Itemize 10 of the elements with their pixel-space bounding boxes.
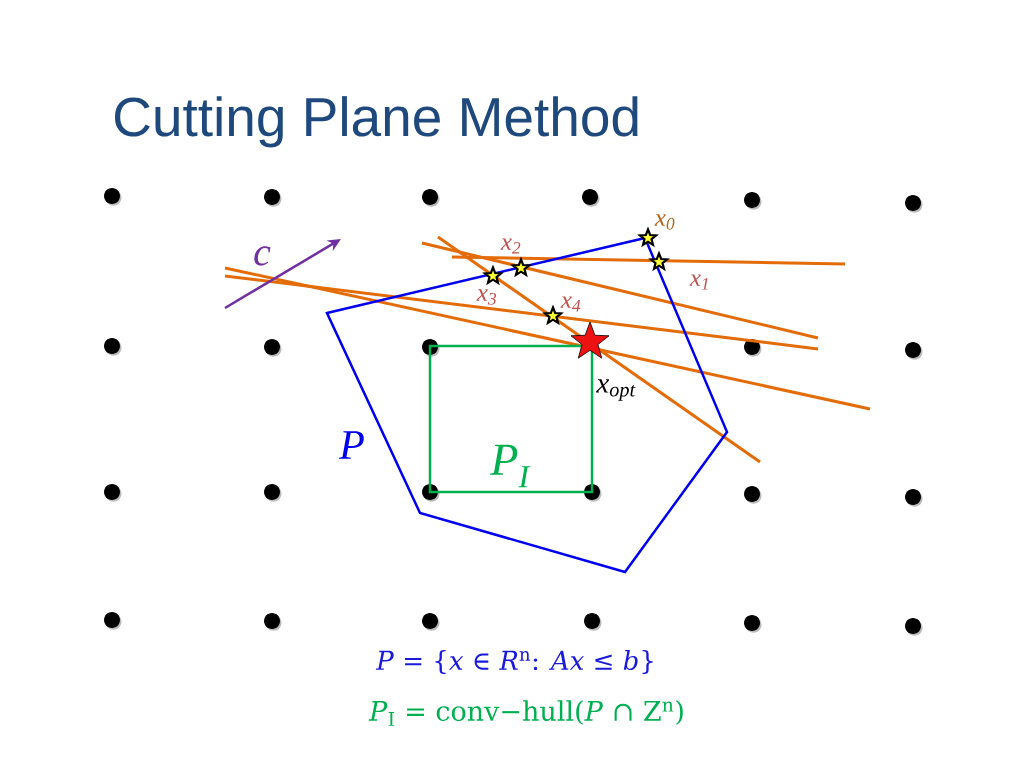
- point-label: x$_{3}$: [476, 289, 497, 305]
- point-label: x$_{4}$: [560, 296, 581, 312]
- formula: P = {x ∈ R$^{n}$: Ax ≤ b}: [375, 650, 653, 674]
- point-label: x$_{0}$: [654, 214, 675, 230]
- vector-label: c: [254, 246, 271, 266]
- point-label: x$_{1}$: [689, 274, 708, 290]
- title: Cutting Plane Method: [115, 96, 638, 148]
- formula: P$_{I}$ = conv−hull(P ∩ Z$^{n}$): [368, 700, 683, 726]
- point-label: x$_{2}$: [500, 238, 521, 254]
- square: P$_{I}$: [428, 344, 594, 494]
